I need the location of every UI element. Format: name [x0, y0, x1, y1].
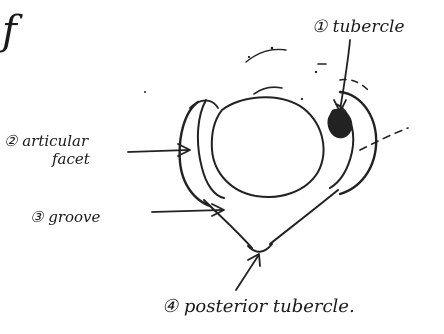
- label-articular: ② articular: [4, 132, 89, 150]
- label-tubercle: ① tubercle: [312, 17, 405, 37]
- leader-posterior-tubercle: [236, 256, 258, 290]
- inner-hook: [254, 87, 282, 94]
- neck-left-line: [204, 200, 252, 248]
- neck-right-line: [270, 190, 338, 244]
- right-crescent-outer: [340, 92, 376, 194]
- head-circle: [212, 97, 324, 197]
- top-arc-stroke: [246, 50, 286, 63]
- right-dashed-line: [360, 128, 408, 150]
- leader-groove: [152, 210, 222, 212]
- paper-specks: [144, 47, 317, 100]
- label-facet: facet: [51, 150, 91, 168]
- tubercle-blob: [327, 109, 352, 139]
- label-groove: ③ groove: [30, 208, 101, 226]
- leader-tubercle: [340, 40, 350, 110]
- corner-mark: f: [0, 8, 23, 54]
- label-posterior-tubercle: ④ posterior tubercle.: [162, 296, 355, 317]
- left-facet-outer: [180, 102, 210, 206]
- posterior-tubercle-tip: [248, 244, 272, 252]
